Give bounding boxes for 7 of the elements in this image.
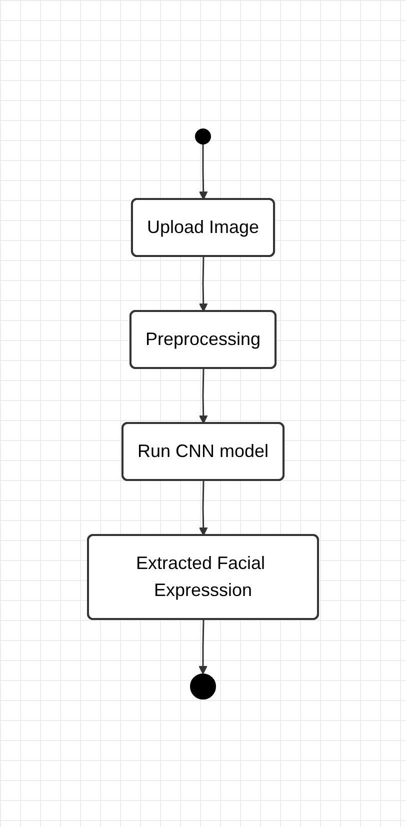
arrow bbox=[198, 480, 208, 536]
arrow bbox=[198, 618, 208, 674]
node-circle bbox=[190, 673, 216, 699]
arrow bbox=[198, 256, 208, 312]
arrow bbox=[198, 144, 208, 200]
arrow bbox=[198, 368, 208, 424]
node-circle bbox=[195, 128, 211, 144]
